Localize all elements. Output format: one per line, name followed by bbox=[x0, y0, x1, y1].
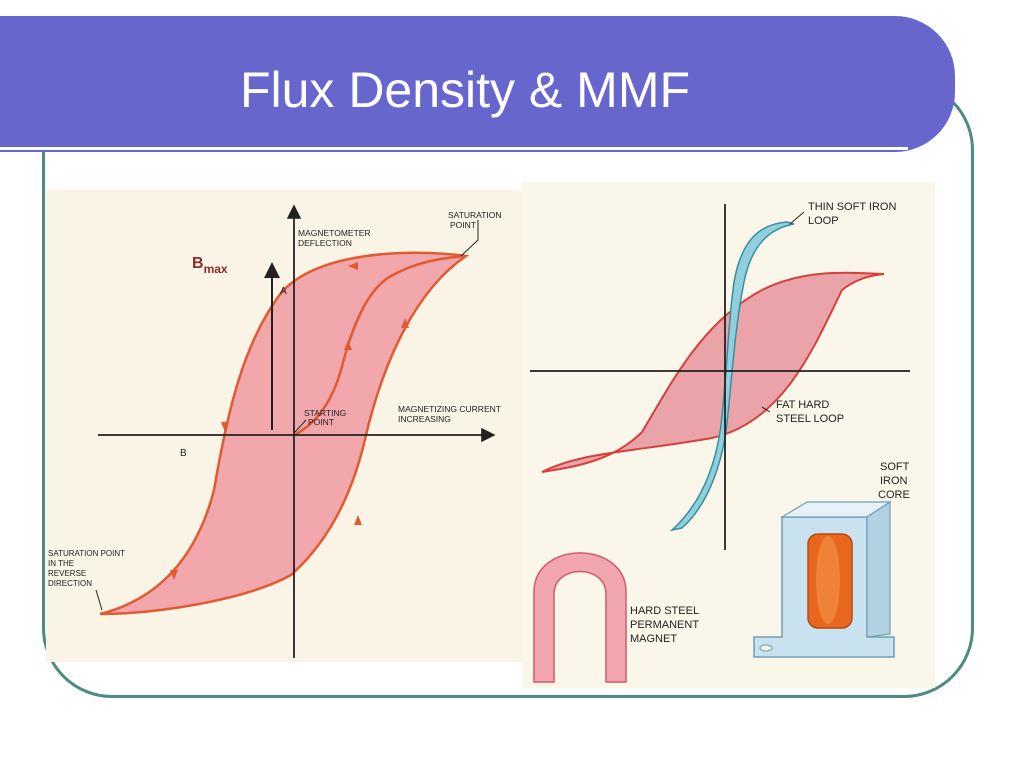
loop-arrow-bottom-left bbox=[170, 570, 178, 580]
starting-leader bbox=[294, 419, 307, 433]
reverse-label-2: IN THE bbox=[48, 559, 74, 568]
loop-arrow-left bbox=[221, 422, 229, 432]
fat-hard-steel-loop bbox=[541, 271, 885, 473]
x-axis-label-2: INCREASING bbox=[398, 414, 451, 424]
material-comparison-diagram: THIN SOFT IRON LOOP FAT HARD STEEL LOOP … bbox=[530, 201, 910, 683]
bmax-label: Bmax bbox=[192, 255, 228, 276]
reverse-label-3: REVERSE bbox=[48, 569, 86, 578]
thin-loop-label-2: LOOP bbox=[808, 215, 839, 227]
fat-loop-label-2: STEEL LOOP bbox=[776, 413, 844, 425]
slide-title: Flux Density & MMF bbox=[239, 62, 691, 118]
horseshoe-magnet-icon bbox=[533, 552, 627, 683]
y-axis-label-1: MAGNETOMETER bbox=[298, 228, 371, 238]
loop-arrow-top bbox=[348, 262, 358, 270]
curve-arrow-2 bbox=[344, 340, 352, 350]
hysteresis-diagram: MAGNETOMETER DEFLECTION MAGNETIZING CURR… bbox=[48, 204, 502, 658]
hysteresis-diagram-panel: MAGNETOMETER DEFLECTION MAGNETIZING CURR… bbox=[46, 190, 522, 662]
thin-soft-iron-loop bbox=[669, 221, 795, 532]
thin-loop-leader bbox=[789, 211, 805, 225]
fat-loop-leader bbox=[761, 406, 771, 413]
hysteresis-loop bbox=[99, 251, 470, 616]
curve-arrow-1 bbox=[401, 318, 409, 328]
core-label-1: SOFT bbox=[880, 461, 910, 473]
magnet-label-3: MAGNET bbox=[630, 633, 677, 645]
initial-magnetization-curve bbox=[293, 254, 467, 437]
y-axis-label-2: DEFLECTION bbox=[298, 238, 352, 248]
magnet-label-2: PERMANENT bbox=[630, 619, 699, 631]
fat-loop-label-1: FAT HARD bbox=[776, 399, 829, 411]
point-a-label: A bbox=[280, 286, 287, 297]
loop-arrow-bottom-right bbox=[354, 515, 362, 525]
point-b-label: B bbox=[180, 448, 187, 459]
material-comparison-panel: THIN SOFT IRON LOOP FAT HARD STEEL LOOP … bbox=[522, 182, 935, 688]
reverse-leader bbox=[95, 589, 103, 611]
reverse-label-4: DIRECTION bbox=[48, 579, 92, 588]
thin-loop-label-1: THIN SOFT IRON bbox=[808, 201, 896, 213]
core-label-3: CORE bbox=[878, 489, 910, 501]
soft-iron-core-icon bbox=[753, 500, 895, 658]
saturation-label-1: SATURATION bbox=[448, 210, 502, 220]
starting-label-2: POINT bbox=[308, 417, 334, 427]
starting-label-1: STARTING bbox=[304, 408, 346, 418]
title-underline bbox=[0, 147, 908, 150]
core-label-2: IRON bbox=[880, 475, 908, 487]
saturation-label-2: POINT bbox=[450, 220, 476, 230]
title-bar: Flux Density & MMF bbox=[0, 16, 955, 152]
saturation-leader bbox=[460, 220, 479, 257]
magnet-label-1: HARD STEEL bbox=[630, 605, 699, 617]
reverse-label-1: SATURATION POINT bbox=[48, 549, 125, 558]
x-axis-label-1: MAGNETIZING CURRENT bbox=[398, 404, 501, 414]
